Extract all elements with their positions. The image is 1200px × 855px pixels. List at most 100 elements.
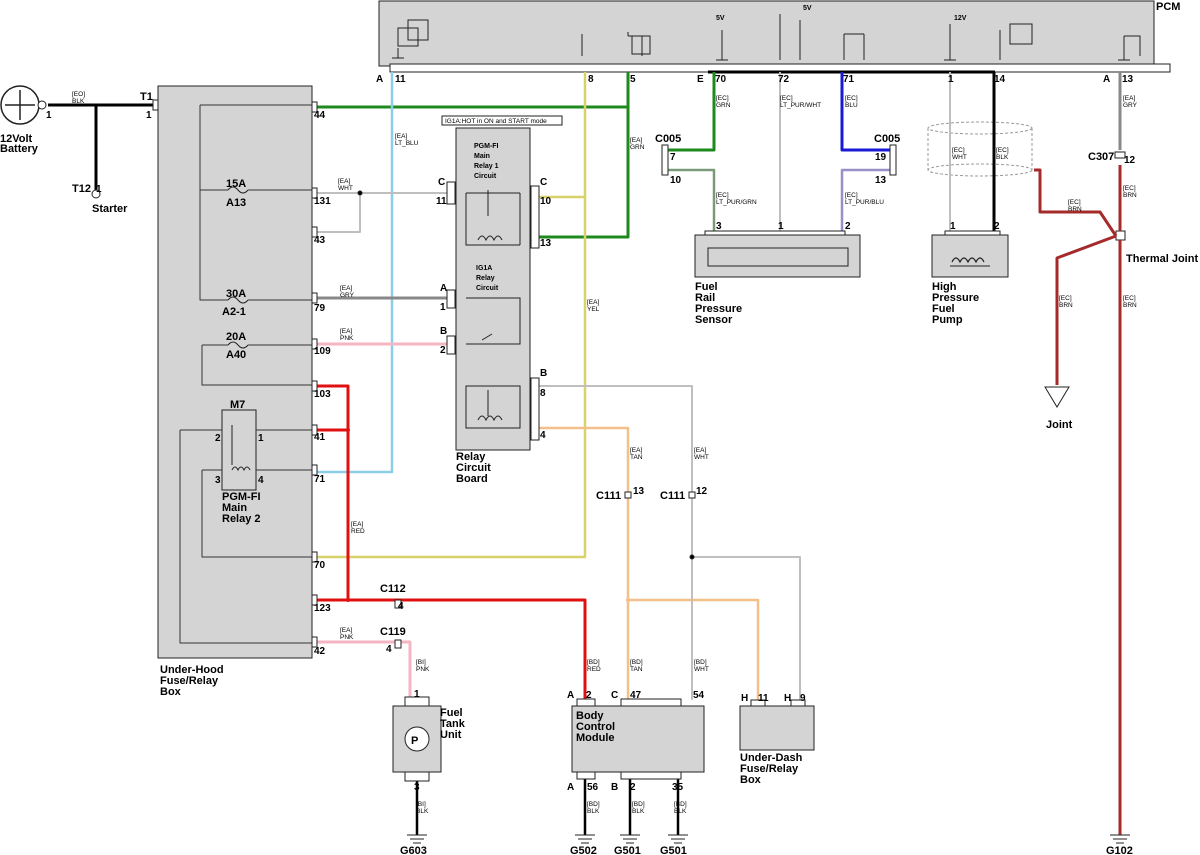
- symbols: [91, 99, 1130, 844]
- underhood-label-1: Under-Hood: [160, 664, 224, 676]
- pcm-pin: 1: [948, 74, 954, 85]
- hp-pin: 2: [994, 221, 1000, 232]
- wire-code: [EC]: [780, 95, 793, 102]
- rb-pin: 11: [436, 196, 447, 207]
- ud-label-2: Fuse/Relay: [740, 763, 799, 775]
- wire-code: BLK: [72, 98, 85, 105]
- pcm-pin: 8: [588, 74, 594, 85]
- pgm1-label-3: Relay 1: [474, 163, 499, 170]
- g501b-label: G501: [660, 845, 687, 855]
- battery-symbol: [0, 85, 47, 125]
- wire-code: [EC]: [1068, 199, 1081, 206]
- pump-p-symbol: P: [411, 735, 418, 747]
- bcm-pin: C: [611, 690, 618, 701]
- wire-code: GRN: [716, 102, 731, 109]
- fuse-id: A13: [226, 197, 246, 209]
- ud-pin: 11: [758, 693, 769, 704]
- wire-code: [EC]: [1123, 185, 1136, 192]
- bcm-pin: A: [567, 782, 574, 793]
- pcm-label: PCM: [1156, 1, 1180, 13]
- pcm-pin: 72: [778, 74, 790, 85]
- hp-pin: 1: [950, 221, 956, 232]
- wires: [48, 70, 1122, 835]
- rb-pin: C: [540, 177, 547, 188]
- wire-code: BRN: [1068, 206, 1082, 213]
- uh-pin: 70: [314, 560, 326, 571]
- wire-code: [BI]: [416, 801, 426, 808]
- c111b-label: C111: [660, 490, 685, 502]
- pgm1-label-2: Main: [474, 153, 490, 160]
- wire-code: GRY: [340, 292, 355, 299]
- wire-code: RED: [587, 666, 601, 673]
- m7-pin: 3: [215, 475, 221, 486]
- fuel-rail-sensor-box: [694, 234, 861, 278]
- uh-pin: 79: [314, 303, 326, 314]
- wire-code: [EA]: [340, 627, 352, 634]
- wire-code: [EA]: [351, 521, 363, 528]
- ig1a-label-2: Relay: [476, 275, 495, 282]
- relay-board-box: [455, 127, 531, 451]
- pcm-pin: A: [376, 74, 383, 85]
- c005b-pin: 19: [875, 152, 887, 163]
- c307-label: C307: [1088, 151, 1114, 163]
- wire-code: BLK: [416, 808, 429, 815]
- c111a-pin: 13: [633, 486, 645, 497]
- underhood-box: [157, 85, 313, 659]
- c005a-pin: 10: [670, 175, 682, 186]
- wire-code: [EA]: [338, 178, 350, 185]
- wire-code: LT_PUR/GRN: [716, 199, 757, 206]
- wire-code: [BI]: [416, 659, 426, 666]
- ud-pin: 9: [800, 693, 806, 704]
- ft-pin: 3: [414, 782, 420, 793]
- bcm-pin: A: [567, 690, 574, 701]
- frp-label-1: Fuel: [695, 281, 718, 293]
- v12-label: 12V: [954, 15, 967, 22]
- wire-code: LT_PUR/BLU: [845, 199, 884, 206]
- ig1a-label-3: Circuit: [476, 285, 499, 292]
- wire-code: RED: [351, 528, 365, 535]
- hp-label-3: Fuel: [932, 303, 955, 315]
- c112-label: C112: [380, 583, 406, 595]
- uh-pin: 42: [314, 646, 326, 657]
- wire-code: [EC]: [952, 147, 965, 154]
- fuel-tank-box: P: [392, 705, 442, 773]
- pcm-pin: 71: [843, 74, 855, 85]
- hp-pump-box: [931, 234, 1009, 278]
- wire-code: [BD]: [694, 659, 707, 666]
- pgm2-label-1: PGM-FI: [222, 491, 261, 503]
- c111a-label: C111: [596, 490, 621, 502]
- wire-code: [EC]: [716, 192, 729, 199]
- pcm-pin: A: [1103, 74, 1110, 85]
- pcm-pin: 14: [994, 74, 1006, 85]
- pgm1-label-1: PGM-FI: [474, 143, 499, 150]
- wire-code: WHT: [694, 454, 709, 461]
- wire-code: [EA]: [395, 133, 407, 140]
- wire-code: [EC]: [845, 192, 858, 199]
- wire-code: [EA]: [1123, 95, 1135, 102]
- rb-pin: 10: [540, 196, 552, 207]
- battery-label-1: 12Volt: [0, 133, 33, 145]
- pcm-pin: 13: [1122, 74, 1134, 85]
- wire-code: BLK: [674, 808, 687, 815]
- t1-label: T1: [140, 91, 153, 103]
- wire-code: LT_BLU: [395, 140, 419, 147]
- uh-pin: 131: [314, 196, 331, 207]
- uh-pin: 123: [314, 603, 331, 614]
- hp-label-1: High: [932, 281, 957, 293]
- m7-box: [221, 409, 257, 491]
- pcm-box: [378, 0, 1171, 73]
- c005a-pin: 7: [670, 152, 676, 163]
- ud-pin: H: [741, 693, 748, 704]
- wire-code: [EC]: [1123, 295, 1136, 302]
- wire-code: BLK: [996, 154, 1009, 161]
- m7-pin: 1: [258, 433, 264, 444]
- wire-code: [EA]: [587, 299, 599, 306]
- wire-code: [EC]: [1059, 295, 1072, 302]
- wire-code: PNK: [340, 335, 354, 342]
- bcm-pin: B: [611, 782, 618, 793]
- c119-pin: 4: [386, 644, 392, 655]
- wire-code: WHT: [952, 154, 967, 161]
- wire-code: [EA]: [630, 137, 642, 144]
- c111b-pin: 12: [696, 486, 708, 497]
